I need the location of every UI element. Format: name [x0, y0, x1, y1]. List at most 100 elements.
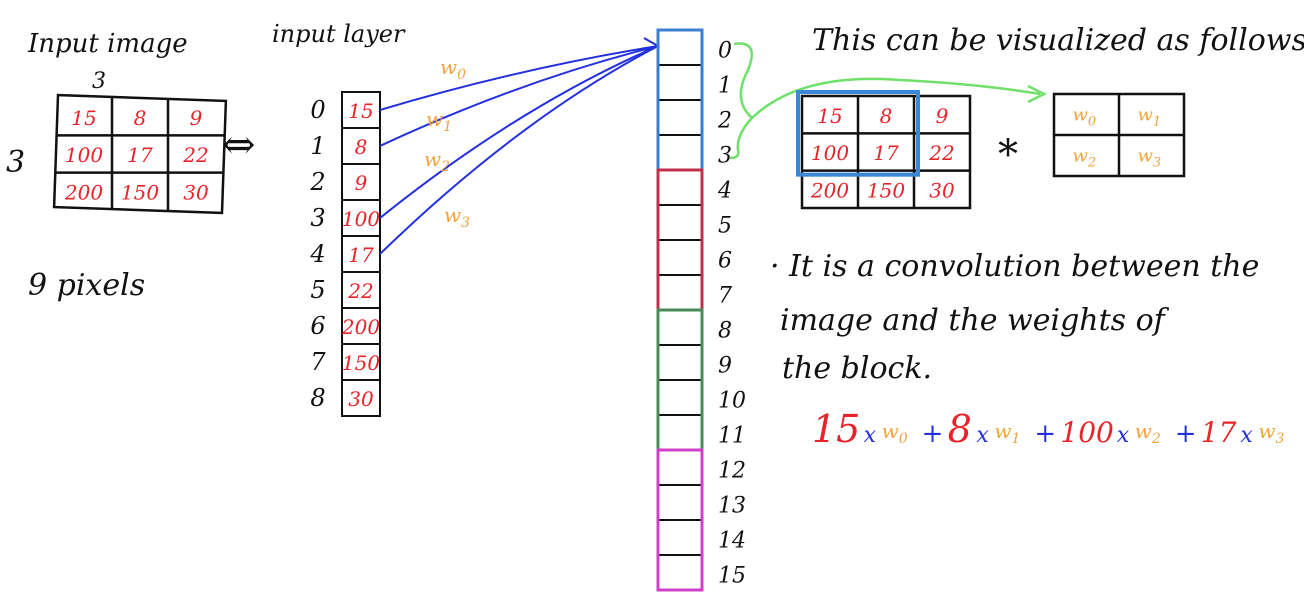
input-image-cell: 200 — [64, 181, 103, 205]
kernel-weight: w2 — [1073, 146, 1097, 171]
kernel-weight: w0 — [1073, 105, 1097, 130]
connection-line — [379, 45, 659, 111]
connection-weight-label: w1 — [426, 107, 452, 135]
visualization-grid-cell: 200 — [810, 179, 849, 203]
formula-times: x — [1117, 423, 1130, 448]
input-image-height-label: 3 — [6, 145, 25, 180]
visualization-grid-cell: 8 — [880, 104, 893, 128]
input-image-border — [52, 93, 228, 215]
input-layer-index: 1 — [310, 132, 325, 160]
output-layer-index: 6 — [718, 248, 732, 273]
input-layer-value: 9 — [355, 171, 368, 195]
formula-value: 100 — [1060, 416, 1113, 449]
formula-times: x — [864, 423, 877, 448]
connection-line — [379, 45, 659, 219]
visualize-arrow-head — [1027, 84, 1047, 104]
output-layer-index: 11 — [718, 423, 746, 448]
formula-weight: w0 — [882, 419, 908, 447]
output-layer-index: 1 — [718, 73, 732, 98]
input-layer-value: 8 — [355, 135, 368, 159]
explanation-line-1: · It is a convolution between the — [770, 249, 1259, 284]
kernel-grid: w0 w1 w2 w3 — [1052, 92, 1186, 178]
receptive-field-highlight — [796, 90, 920, 177]
input-layer-index: 6 — [310, 312, 325, 340]
connection-weight-label: w0 — [440, 55, 466, 83]
output-layer-index: 9 — [718, 353, 732, 378]
formula-plus: + — [922, 419, 944, 449]
input-image-width-label: 3 — [92, 69, 106, 94]
connection-weight-label: w3 — [444, 203, 470, 231]
visualization-heading: This can be visualized as follows — [812, 23, 1304, 58]
output-layer-index: 14 — [718, 528, 746, 553]
input-layer-value: 150 — [342, 351, 380, 375]
input-layer-index: 3 — [310, 204, 325, 232]
input-image-cell: 30 — [183, 181, 209, 205]
visualization-grid-cell: 17 — [873, 141, 899, 165]
formula-weight: w3 — [1258, 419, 1284, 447]
visualization-grid-cell: 9 — [936, 104, 949, 128]
input-layer-index: 5 — [310, 276, 325, 304]
formula-weight: w1 — [994, 419, 1020, 447]
visualization-grid-cell: 22 — [928, 141, 954, 165]
output-layer-index: 10 — [718, 388, 746, 413]
input-image-cell: 9 — [190, 106, 203, 130]
input-layer-index: 8 — [310, 384, 325, 412]
input-layer-index: 4 — [309, 240, 325, 268]
input-layer-value: 15 — [348, 99, 373, 123]
input-layer-index: 0 — [310, 96, 325, 124]
formula-value: 8 — [948, 407, 972, 451]
formula-value: 17 — [1201, 416, 1237, 449]
formula-times: x — [976, 423, 989, 448]
visualization-grid-cell: 30 — [929, 179, 955, 203]
input-layer-title: input layer — [272, 20, 406, 48]
input-layer-value: 200 — [341, 315, 380, 339]
explanation-line-2: image and the weights of — [780, 303, 1170, 338]
input-layer-cell — [341, 379, 381, 417]
pixel-count-note: 9 pixels — [28, 268, 145, 303]
visualization-grid: 15 8 9 100 17 22 200 150 30 — [796, 90, 972, 210]
connection-weight-label: w2 — [424, 147, 450, 175]
input-image-cell: 150 — [121, 181, 159, 205]
formula-plus: + — [1175, 419, 1197, 449]
input-image-cell: 22 — [182, 143, 208, 167]
input-image-cell: 100 — [65, 143, 103, 167]
explanation-line-3: the block. — [782, 351, 932, 386]
convolution-operator: * — [998, 132, 1018, 178]
output-layer-index: 8 — [718, 318, 732, 343]
visualization-grid-cell: 100 — [811, 141, 849, 165]
output-layer-index: 2 — [717, 108, 732, 133]
formula-plus: + — [1034, 419, 1056, 449]
output-layer-index: 15 — [718, 563, 746, 588]
connection-line — [379, 45, 659, 147]
input-layer-value: 30 — [348, 387, 374, 411]
input-layer-value: 22 — [347, 279, 373, 303]
visualization-grid-cell: 15 — [817, 104, 842, 128]
output-block-outline — [656, 448, 704, 592]
weight-connections: w0 w1 w2 w3 — [379, 37, 661, 255]
input-layer-value: 100 — [342, 207, 380, 231]
connection-line — [379, 45, 659, 255]
visualization-grid-cell: 150 — [867, 179, 905, 203]
output-layer-index: 4 — [717, 178, 732, 203]
input-image-cell: 17 — [127, 143, 153, 167]
block-bracket — [729, 42, 754, 160]
formula-value: 15 — [812, 407, 860, 451]
input-image-cell: 8 — [134, 106, 147, 130]
output-layer-index: 7 — [718, 283, 732, 308]
kernel-weight: w1 — [1138, 105, 1162, 130]
output-layer-index: 3 — [718, 143, 732, 168]
kernel-weight: w3 — [1138, 146, 1162, 171]
output-layer-index: 5 — [718, 213, 732, 238]
input-image-title: Input image — [27, 29, 188, 59]
input-layer-index: 2 — [309, 168, 325, 196]
output-layer-index: 0 — [718, 38, 732, 63]
output-layer-index: 13 — [718, 493, 746, 518]
equivalence-arrow: ⇔ — [222, 122, 256, 168]
visualize-arrow — [751, 77, 1041, 119]
output-layer-index: 12 — [718, 458, 746, 483]
